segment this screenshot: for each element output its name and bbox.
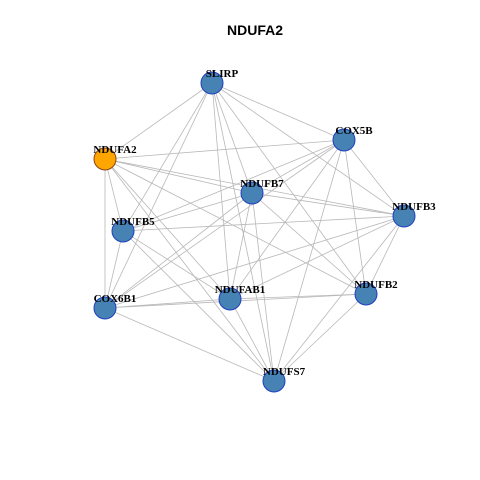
edge-ndufb2-ndufs7 — [273, 293, 367, 382]
edge-ndufa2-ndufb5 — [104, 158, 124, 232]
node-ndufs7: NDUFS7 — [262, 366, 306, 393]
edge-ndufb5-ndufs7 — [122, 230, 275, 382]
node-circle — [200, 71, 224, 95]
node-label: COX6B1 — [94, 293, 137, 305]
graph-title: NDUFA2 — [227, 22, 283, 38]
edge-ndufb7-ndufb3 — [251, 192, 405, 217]
node-circle — [218, 287, 242, 311]
edge-ndufa2-ndufb7 — [104, 158, 253, 194]
node-circle — [93, 296, 117, 320]
edge-slirp-ndufb5 — [122, 82, 213, 232]
node-cox5b: COX5B — [332, 125, 373, 152]
node-ndufb7: NDUFB7 — [240, 178, 284, 205]
node-circle — [240, 181, 264, 205]
node-ndufb5: NDUFB5 — [111, 216, 155, 243]
edge-ndufb7-ndufs7 — [251, 192, 275, 382]
node-ndufa2: NDUFA2 — [93, 144, 137, 171]
node-label: SLIRP — [206, 68, 239, 80]
node-cox6b1: COX6B1 — [93, 293, 137, 320]
node-label: NDUFS7 — [263, 366, 306, 378]
edge-ndufb7-cox6b1 — [104, 192, 253, 309]
edge-ndufb7-ndufab1 — [229, 192, 253, 300]
edge-ndufb3-ndufab1 — [229, 215, 405, 300]
node-circle — [111, 219, 135, 243]
edge-cox5b-ndufa2 — [104, 139, 345, 160]
edge-ndufb5-ndufab1 — [122, 230, 231, 300]
node-circle — [354, 282, 378, 306]
edge-slirp-cox5b — [211, 82, 345, 141]
node-ndufab1: NDUFAB1 — [215, 284, 266, 311]
edge-ndufa2-ndufb2 — [104, 158, 367, 295]
edge-ndufb3-ndufb2 — [365, 215, 405, 295]
node-circle — [262, 369, 286, 393]
node-ndufb2: NDUFB2 — [354, 279, 398, 306]
edge-ndufa2-ndufs7 — [104, 158, 275, 382]
node-label: NDUFB5 — [111, 216, 155, 228]
edge-cox5b-ndufb7 — [251, 139, 345, 194]
edge-cox5b-ndufab1 — [229, 139, 345, 300]
edge-ndufb3-cox6b1 — [104, 215, 405, 309]
node-circle — [332, 128, 356, 152]
node-layer: SLIRP COX5B NDUFA2NDUFB7NDUFB3NDUFB5COX6B1… — [93, 68, 436, 393]
edge-slirp-ndufs7 — [211, 82, 275, 382]
edge-slirp-cox6b1 — [104, 82, 213, 309]
node-slirp: SLIRP — [200, 68, 239, 95]
node-label: COX5B — [335, 125, 373, 137]
node-circle — [93, 147, 117, 171]
edge-ndufb7-ndufb5 — [122, 192, 253, 232]
node-label: NDUFB3 — [392, 201, 436, 213]
node-label: NDUFB7 — [240, 178, 284, 190]
edge-ndufb3-ndufs7 — [273, 215, 405, 382]
node-label: NDUFA2 — [93, 144, 137, 156]
node-circle — [392, 204, 416, 228]
edge-slirp-ndufb3 — [211, 82, 405, 217]
edge-ndufb3-ndufb5 — [122, 215, 405, 232]
edge-cox5b-cox6b1 — [104, 139, 345, 309]
edge-ndufab1-ndufb2 — [229, 293, 367, 300]
node-label: NDUFAB1 — [215, 284, 266, 296]
edge-slirp-ndufb7 — [211, 82, 253, 194]
edge-cox5b-ndufb5 — [122, 139, 345, 232]
node-label: NDUFB2 — [354, 279, 398, 291]
edge-layer — [104, 82, 405, 382]
edge-ndufb7-ndufb2 — [251, 192, 367, 295]
edge-slirp-ndufa2 — [104, 82, 213, 160]
edge-cox5b-ndufb3 — [343, 139, 405, 217]
edge-ndufab1-ndufs7 — [229, 298, 275, 382]
edge-cox6b1-ndufs7 — [104, 307, 275, 382]
edge-ndufb5-cox6b1 — [104, 230, 124, 309]
edge-cox5b-ndufs7 — [273, 139, 345, 382]
edge-slirp-ndufb2 — [211, 82, 367, 295]
node-ndufb3: NDUFB3 — [392, 201, 436, 228]
